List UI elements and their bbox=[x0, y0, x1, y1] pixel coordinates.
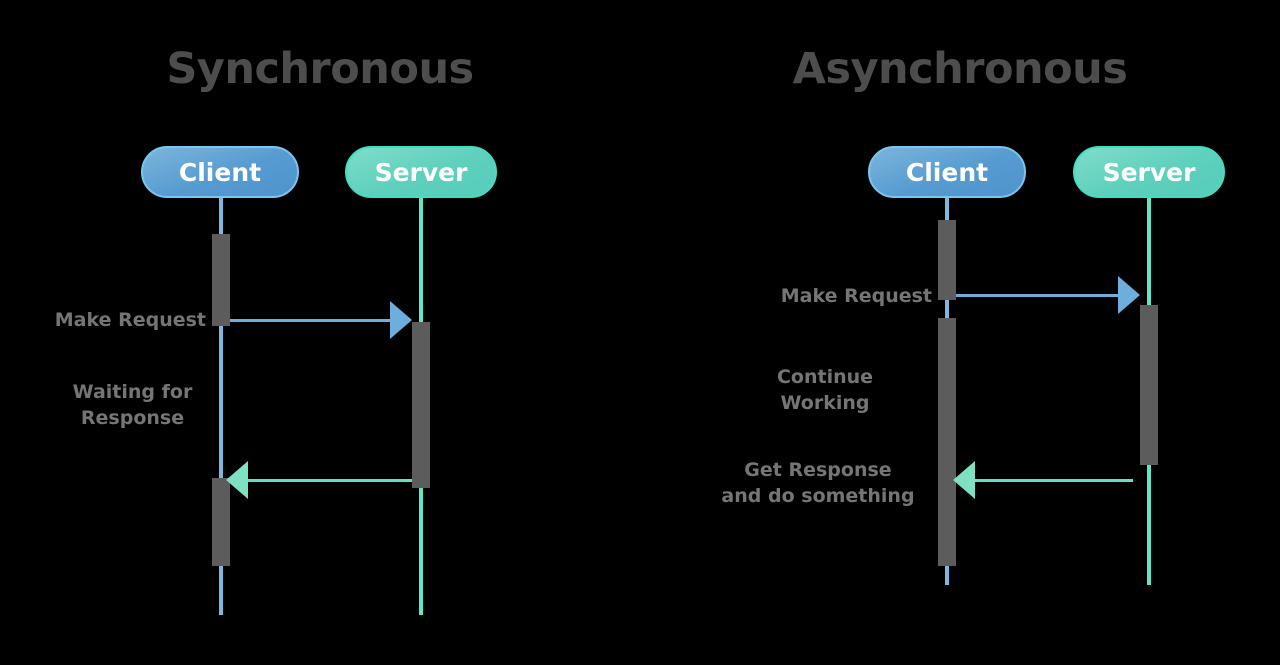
actor-label-server: Server bbox=[1102, 157, 1196, 187]
actor-box-client-synchronous[interactable]: Client bbox=[141, 146, 299, 198]
step-label-make-request-synchronous: Make Request bbox=[54, 309, 206, 331]
message-line-response-asynchronous bbox=[971, 479, 1133, 482]
activation-bar-server-asynchronous bbox=[1140, 305, 1158, 465]
arrowhead-request-asynchronous bbox=[1118, 276, 1140, 314]
panel-synchronous: Synchronous Client Server Make Request W… bbox=[54, 44, 497, 615]
step-label-continue-working-asynchronous: Continue Working bbox=[776, 366, 874, 414]
panel-title-asynchronous: Asynchronous bbox=[792, 44, 1128, 94]
step-label-make-request-asynchronous: Make Request bbox=[780, 285, 932, 307]
step-label-waiting-for-response-synchronous: Waiting for Response bbox=[72, 381, 193, 429]
message-line-response-synchronous bbox=[244, 479, 419, 482]
step-label-get-response-asynchronous: Get Response and do something bbox=[721, 459, 915, 507]
message-line-request-synchronous bbox=[228, 319, 410, 322]
panel-title-synchronous: Synchronous bbox=[166, 44, 474, 94]
actor-box-server-asynchronous[interactable]: Server bbox=[1073, 146, 1225, 198]
activation-bar-client-request-asynchronous bbox=[938, 220, 956, 300]
actor-box-client-asynchronous[interactable]: Client bbox=[868, 146, 1026, 198]
message-line-request-asynchronous bbox=[955, 294, 1138, 297]
activation-bar-server-synchronous bbox=[412, 322, 430, 488]
actor-box-server-synchronous[interactable]: Server bbox=[345, 146, 497, 198]
arrowhead-response-synchronous bbox=[226, 461, 248, 499]
lifeline-client-synchronous bbox=[219, 195, 223, 615]
activation-bar-client-request-synchronous bbox=[212, 234, 230, 326]
panel-asynchronous: Asynchronous Client Server Make Request … bbox=[640, 0, 1280, 665]
arrowhead-response-asynchronous bbox=[953, 461, 975, 499]
activation-bar-client-response-synchronous bbox=[212, 478, 230, 566]
activation-bar-client-working-asynchronous bbox=[938, 318, 956, 566]
actor-label-server: Server bbox=[374, 157, 468, 187]
arrowhead-request-synchronous bbox=[390, 301, 412, 339]
actor-label-client: Client bbox=[905, 157, 989, 187]
actor-label-client: Client bbox=[178, 157, 262, 187]
